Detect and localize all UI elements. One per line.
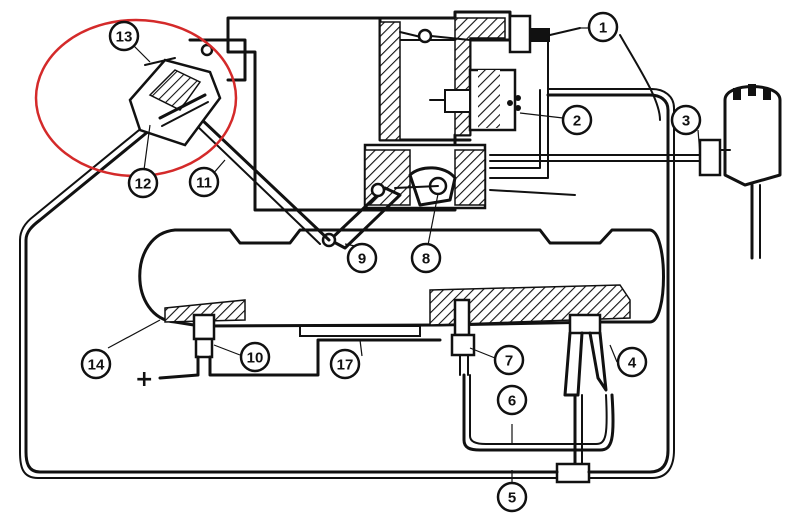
svg-text:13: 13: [116, 29, 133, 46]
callout-10: 10: [239, 341, 271, 373]
pipe-6: [462, 373, 615, 452]
callout-4: 4: [616, 346, 648, 378]
svg-text:1: 1: [599, 20, 607, 37]
callout-2: 2: [561, 104, 593, 136]
svg-text:3: 3: [682, 113, 690, 130]
valve-4: [563, 313, 608, 397]
svg-text:6: 6: [508, 393, 516, 410]
callout-9: 9: [346, 242, 378, 274]
svg-text:4: 4: [628, 355, 637, 372]
svg-text:7: 7: [505, 353, 513, 370]
sensor-7: [450, 298, 476, 376]
callout-8: 8: [410, 242, 442, 274]
actuator-3: [619, 34, 782, 260]
callout-5: 5: [496, 481, 528, 513]
valve-2-assembly: [429, 39, 576, 196]
callout-6: 6: [496, 384, 528, 416]
callout-12: 12: [127, 167, 159, 199]
callout-3: 3: [670, 104, 702, 136]
sender-10: [158, 313, 442, 380]
callout-14: 14: [80, 348, 112, 380]
svg-text:10: 10: [247, 350, 264, 367]
callout-7: 7: [493, 344, 525, 376]
svg-text:12: 12: [135, 176, 152, 193]
callout-17: 17: [329, 348, 361, 380]
svg-text:11: 11: [196, 175, 212, 192]
component-12-13: [128, 57, 222, 147]
svg-text:2: 2: [573, 113, 581, 130]
callout-13: 13: [108, 20, 140, 52]
callout-11: 11: [188, 166, 220, 198]
pipe-5: [19, 88, 701, 484]
svg-text:8: 8: [422, 251, 430, 268]
svg-text:5: 5: [508, 490, 516, 507]
svg-text:14: 14: [88, 357, 105, 374]
svg-text:17: 17: [337, 357, 354, 374]
callout-1: 1: [587, 11, 619, 43]
positive-terminal-symbol: +: [135, 367, 153, 392]
throttle-linkage: [321, 166, 457, 250]
svg-text:9: 9: [358, 251, 366, 268]
valve-1-assembly: [399, 14, 581, 54]
